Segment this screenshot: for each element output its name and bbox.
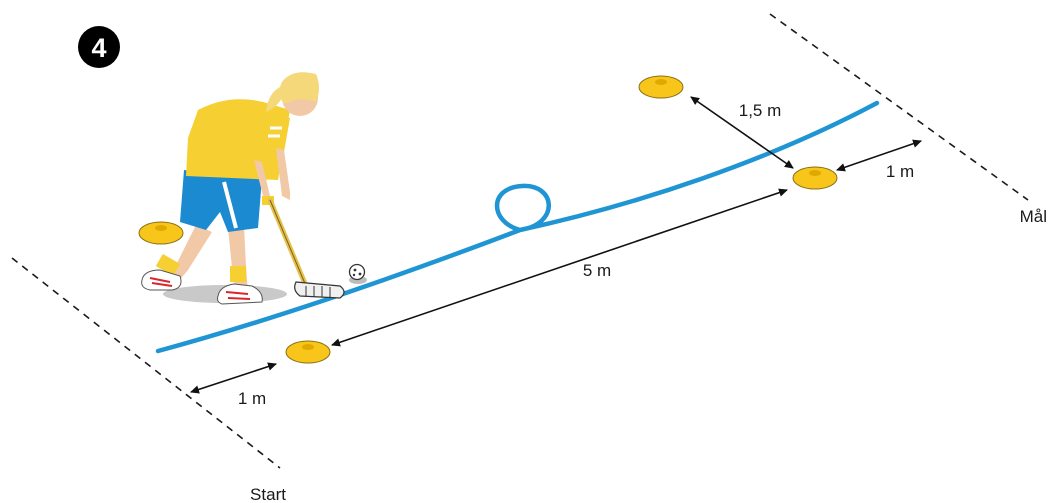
cone-goal	[792, 166, 838, 190]
offset-label: 1,5 m	[739, 101, 782, 120]
goal-line	[769, 13, 1029, 201]
cone-start	[285, 340, 331, 364]
gap-start-label: 1 m	[238, 389, 266, 408]
run-length-label: 5 m	[583, 261, 611, 280]
offset-arrow	[690, 96, 794, 169]
step-number: 4	[91, 33, 106, 63]
ball-icon	[348, 263, 366, 281]
step-badge: 4	[78, 26, 120, 68]
player-illustration	[141, 72, 367, 305]
gap-start-arrow	[190, 362, 277, 394]
cone-upper	[638, 75, 684, 99]
start-label: Start	[250, 485, 286, 503]
gap-goal-label: 1 m	[886, 162, 914, 181]
start-line	[11, 257, 281, 469]
gap-goal-arrow	[836, 139, 922, 172]
goal-label: Mål	[1020, 207, 1047, 226]
run-length-arrow	[331, 188, 788, 347]
cone-behind-player	[138, 221, 184, 245]
